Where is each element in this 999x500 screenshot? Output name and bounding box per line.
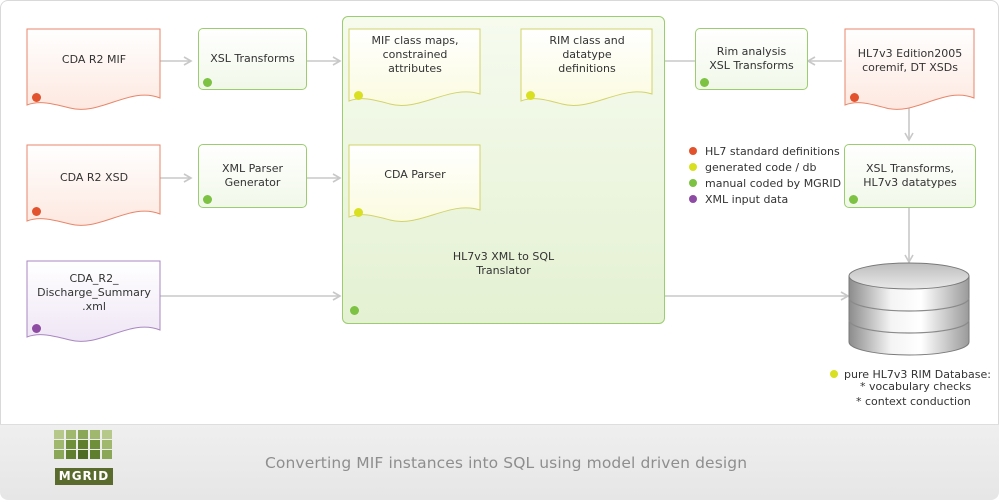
legend-label: manual coded by MGRID (705, 177, 842, 190)
legend-label: XML input data (705, 193, 789, 206)
rim-defs-line: datatype (562, 48, 612, 61)
doc-shape-cda-mif (26, 28, 161, 110)
logo-wordmark: MGRID (55, 468, 113, 485)
manual-dot (849, 195, 858, 204)
doc-shape-cda-xsd (26, 144, 161, 226)
doc-cda-xsd: CDA R2 XSD (59, 171, 129, 184)
doc-cda-mif: CDA R2 MIF (61, 53, 127, 66)
xml-input-line: CDA_R2_ (69, 272, 119, 285)
translator-label-line: HL7v3 XML to SQL (452, 250, 555, 263)
connectors (160, 56, 914, 301)
manual-dot (203, 78, 212, 87)
db-caption-line: * context conduction (856, 395, 971, 408)
hl7-dot (850, 93, 859, 102)
manual-dot (203, 195, 212, 204)
xml-dot (32, 324, 41, 333)
mif-maps-line: MIF class maps, (371, 34, 459, 47)
generated-dot (354, 91, 363, 100)
rim-defs-line: RIM class and (549, 34, 625, 47)
legend-dot (689, 179, 697, 187)
manual-dot (350, 306, 359, 315)
mif-maps-line: constrained (382, 48, 448, 61)
xsl-datatypes-line: HL7v3 datatypes (863, 176, 957, 189)
db-caption-line: pure HL7v3 RIM Database: (844, 368, 991, 381)
xml-input-line: Discharge_Summary (37, 286, 151, 299)
hl7-dot (32, 93, 41, 102)
mgrid-logo: MGRID (54, 430, 114, 490)
rim-analysis-line: Rim analysis (716, 45, 787, 58)
manual-dot (700, 78, 709, 87)
hl7v3-line: coremif, DT XSDs (862, 61, 958, 74)
xml-input-line: .xml (82, 300, 106, 313)
generated-dot (354, 208, 363, 217)
process-xsl-hl7v3-datatypes: XSL Transforms, HL7v3 datatypes (844, 144, 976, 208)
rim-analysis-line: XSL Transforms (709, 59, 794, 72)
translator-label-line: Translator (476, 264, 531, 277)
rim-defs-line: definitions (558, 62, 616, 75)
parser-gen-line: XML Parser (221, 162, 284, 175)
doc-xml-input: CDA_R2_ Discharge_Summary .xml (26, 268, 162, 318)
generated-dot (526, 91, 535, 100)
hl7-dot (32, 207, 41, 216)
process-xsl-transforms: XSL Transforms (198, 28, 307, 90)
doc-hl7v3-edition: HL7v3 Edition2005 coremif, DT XSDs (844, 46, 976, 76)
doc-rim-definitions: RIM class and datatype definitions (520, 32, 654, 78)
mif-maps-line: attributes (388, 62, 442, 75)
legend-label: generated code / db (705, 161, 817, 174)
generated-dot (830, 370, 838, 378)
legend-dot (689, 163, 697, 171)
legend-dot (689, 147, 697, 155)
legend-label: HL7 standard definitions (705, 145, 840, 158)
parser-gen-line: Generator (224, 176, 281, 189)
logo-mark (54, 430, 114, 460)
process-xml-parser-generator: XML Parser Generator (198, 144, 307, 208)
xsl-datatypes-line: XSL Transforms, (865, 162, 955, 175)
hl7v3-line: HL7v3 Edition2005 (857, 47, 963, 60)
legend-dot (689, 195, 697, 203)
footer-caption: Converting MIF instances into SQL using … (265, 454, 748, 472)
footer-bar (0, 424, 999, 500)
process-rim-analysis: Rim analysis XSL Transforms (695, 28, 808, 90)
doc-shape-xml-input (26, 260, 161, 342)
translator-label: HL7v3 XML to SQL Translator (342, 250, 665, 278)
doc-cda-parser: CDA Parser (384, 168, 446, 181)
database-icon (848, 262, 970, 356)
doc-shape-hl7v3 (844, 28, 975, 110)
db-caption-line: * vocabulary checks (860, 380, 972, 393)
doc-mif-class-maps: MIF class maps, constrained attributes (348, 32, 482, 78)
